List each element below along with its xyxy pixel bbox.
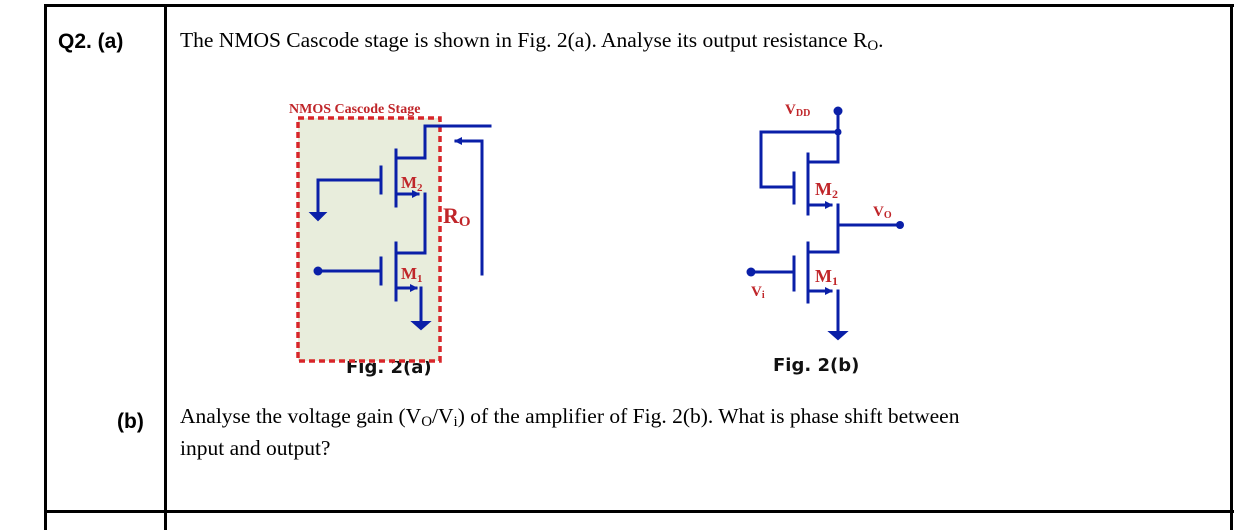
ground-icon [410,321,432,331]
fig-2b-amplifier-circuit: VDD M2 VO M1 Vi [746,102,904,341]
table-top-border [44,4,1234,7]
part-a-text: The NMOS Cascode stage is shown in Fig. … [180,24,884,62]
m2-gate-wire [316,178,383,215]
m2-label: M2 [815,179,838,201]
vdd-wire [806,109,840,164]
m2-to-m1-wire [806,203,840,254]
part-b-text-start: Analyse the voltage gain (V [180,404,422,428]
part-b-text-end: ) of the amplifier of Fig. 2(b). What is… [457,404,960,428]
fig-2b-caption: Fig. 2(b) [773,355,860,376]
part-a-text-main: The NMOS Cascode stage is shown in Fig. … [180,28,868,52]
input-terminal-dot [313,266,323,276]
ro-arrow [454,137,484,276]
m1-label: M1 [401,264,423,285]
part-a-text-sub: O [867,38,879,54]
fig-2a-cascode-circuit: NMOS Cascode Stage M2 M1 RO [289,102,492,363]
m2-to-m1-wire [394,192,427,255]
vdd-terminal-dot [833,106,843,116]
table-right-border [1230,4,1233,530]
part-b-text-line2: input and output? [180,436,331,460]
part-b-sub-o: O [421,414,433,430]
m2-label: M2 [401,173,423,194]
m2-gate-feedback-wire [759,130,840,189]
vo-label: VO [873,204,892,221]
m2-drain-wire [394,124,427,160]
part-a-text-end: . [878,28,884,52]
vo-terminal-dot [896,221,904,229]
ground-icon [827,331,849,341]
m1-label: M1 [815,266,838,288]
table-row-divider [44,510,1234,513]
cascode-stage-title: NMOS Cascode Stage [289,102,420,117]
vi-label: Vi [751,284,765,301]
part-b-sub-i: i [453,414,458,430]
ground-icon [308,212,328,222]
part-b-text-line1: Analyse the voltage gain (VO/Vi) of the … [180,400,959,438]
table-left-border [44,4,47,530]
part-b-text-mid: /V [432,404,454,428]
question-number-label: Q2. (a) [58,30,124,53]
table-column-divider [164,4,167,530]
vi-terminal-dot [746,267,756,277]
vdd-label: VDD [785,102,810,119]
ro-label: RO [443,203,471,230]
vdd-node-dot [834,128,842,136]
part-b-label: (b) [117,410,144,433]
